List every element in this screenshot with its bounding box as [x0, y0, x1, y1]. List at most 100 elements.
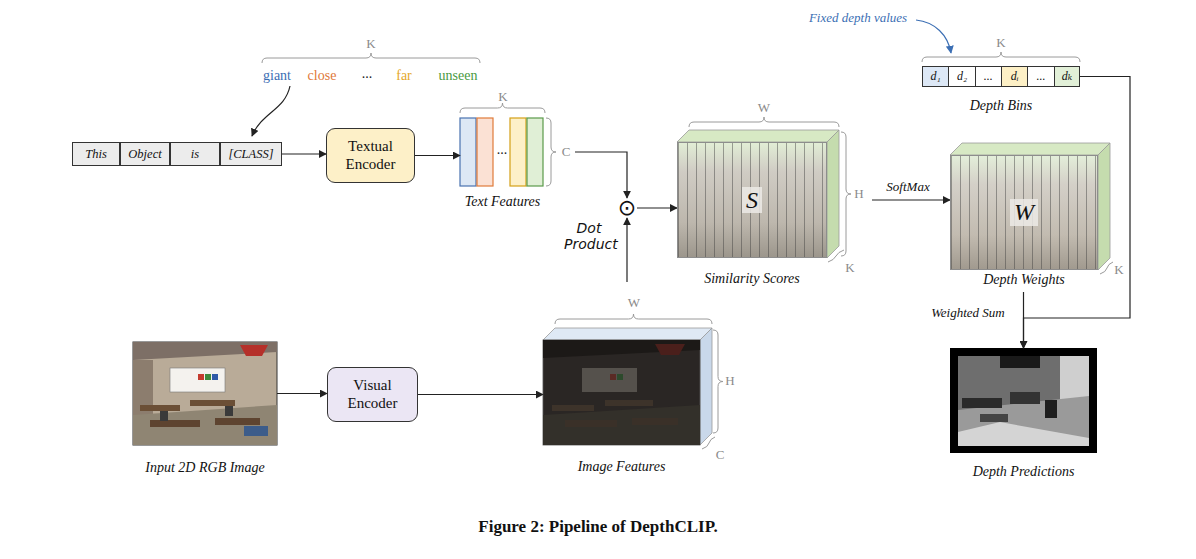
tensor-faces	[1098, 143, 1110, 270]
brace	[546, 118, 556, 186]
feature-bars	[527, 118, 543, 186]
brace	[841, 132, 851, 256]
token-cell: This	[72, 142, 120, 166]
feature-bars	[460, 118, 476, 186]
input-photo	[198, 374, 204, 380]
tensor-faces	[700, 328, 712, 445]
input-photo	[133, 405, 277, 445]
pointer-arrow	[252, 20, 951, 136]
brace	[262, 53, 480, 63]
input-image: Input 2D RGB Image	[133, 342, 277, 445]
input-photo	[170, 368, 225, 392]
feature-bars	[460, 118, 543, 186]
depth-map-picture	[950, 348, 1097, 453]
class-word: ...	[362, 66, 373, 82]
flow-arrow	[415, 155, 460, 156]
node-label: S	[742, 187, 762, 213]
depth-map-picture	[950, 348, 1097, 453]
feature-map-picture	[543, 340, 700, 445]
dimension-letter: W	[758, 101, 770, 116]
bin-cell: d₁	[922, 66, 949, 87]
node-caption: Text Features	[465, 194, 541, 210]
dimension-letter: K	[845, 261, 854, 276]
node-label: dₖ	[1062, 69, 1072, 84]
dimension-letter: W	[628, 296, 640, 311]
input-photo	[205, 374, 211, 380]
encoder-box: Visual Encoder	[327, 367, 418, 422]
depth-map-picture	[962, 398, 1002, 408]
node-label: Textual Encoder	[333, 138, 408, 173]
edge-label: Weighted Sum	[929, 306, 1007, 321]
image-feature-tensor: Image Features	[543, 340, 700, 445]
node-caption: Depth Weights	[983, 272, 1065, 288]
weight-tensor: WDepth Weights	[950, 155, 1098, 270]
feature-bars	[510, 118, 526, 186]
token-cell: is	[170, 142, 220, 166]
feature-map-picture	[610, 374, 616, 380]
brace	[689, 117, 839, 127]
node-label: Object	[128, 147, 161, 162]
class-word: unseen	[439, 68, 478, 84]
dimension-letter: K	[996, 36, 1005, 51]
feature-map-picture	[655, 344, 685, 355]
node-caption: Similarity Scores	[704, 271, 800, 287]
input-photo	[160, 411, 168, 421]
depth-map-picture	[1045, 400, 1057, 418]
brace	[262, 52, 1113, 449]
edge-label: SoftMax	[884, 180, 931, 195]
node-label: This	[85, 147, 107, 162]
bin-cell: ...	[975, 66, 1002, 87]
feature-bars	[477, 118, 493, 186]
node-label: d₁	[931, 69, 941, 84]
dimension-letter: K	[1114, 263, 1123, 278]
flow-arrow	[575, 152, 627, 198]
flow-arrow	[282, 153, 326, 154]
similarity-tensor: SSimilarity Scores	[677, 142, 827, 258]
bin-cell: d₂	[948, 66, 975, 87]
dimension-letter: C	[716, 448, 725, 463]
flow-arrow	[277, 393, 327, 394]
feature-map-picture	[632, 418, 678, 425]
input-photo	[133, 342, 277, 360]
feature-map-picture	[605, 400, 653, 406]
depth-bins: Depth Binsd₁d₂...dᵢ...dₖ	[922, 66, 1080, 87]
brace	[713, 330, 723, 433]
feature-map-picture	[543, 340, 700, 445]
input-photo	[190, 400, 235, 406]
bin-cell: dᵢ	[1001, 66, 1028, 87]
dimension-letter: K	[498, 90, 507, 105]
input-photo	[133, 342, 277, 445]
flow-arrow	[418, 394, 543, 395]
node-caption: Dot Product	[564, 220, 614, 252]
dimension-letter: H	[854, 187, 863, 202]
class-word: giant	[263, 68, 291, 84]
bin-cell: dₖ	[1054, 66, 1080, 87]
feature-map-picture	[543, 405, 700, 445]
node-label: d₂	[957, 69, 967, 84]
feature-map-picture	[582, 368, 637, 392]
feature-map-picture	[565, 420, 617, 427]
depth-map-picture	[980, 414, 1008, 422]
tensor-faces	[677, 130, 839, 142]
node-caption: Depth Bins	[970, 98, 1033, 114]
annotation-note: Fixed depth values	[809, 11, 907, 26]
node-caption: Input 2D RGB Image	[145, 460, 264, 476]
brace	[922, 52, 1080, 62]
node-label: ...	[1036, 69, 1045, 84]
tensor-faces	[950, 143, 1110, 155]
dot-product-operator: ⊙Dot Product	[617, 198, 637, 218]
brace	[460, 103, 545, 113]
depth-map: Depth Predictions	[950, 348, 1097, 453]
dimension-letter: C	[562, 145, 571, 160]
flow-arrow	[872, 199, 950, 200]
figure-caption: Figure 2: Pipeline of DepthCLIP.	[478, 517, 717, 537]
class-word: far	[396, 68, 412, 84]
bin-cell: ...	[1027, 66, 1054, 87]
node-label: dᵢ	[1011, 69, 1019, 84]
input-photo	[240, 345, 268, 356]
depth-map-picture	[1000, 356, 1040, 368]
node-label: W	[1010, 199, 1038, 225]
input-photo	[215, 418, 260, 425]
input-photo	[212, 374, 218, 380]
token-cell: Object	[120, 142, 170, 166]
